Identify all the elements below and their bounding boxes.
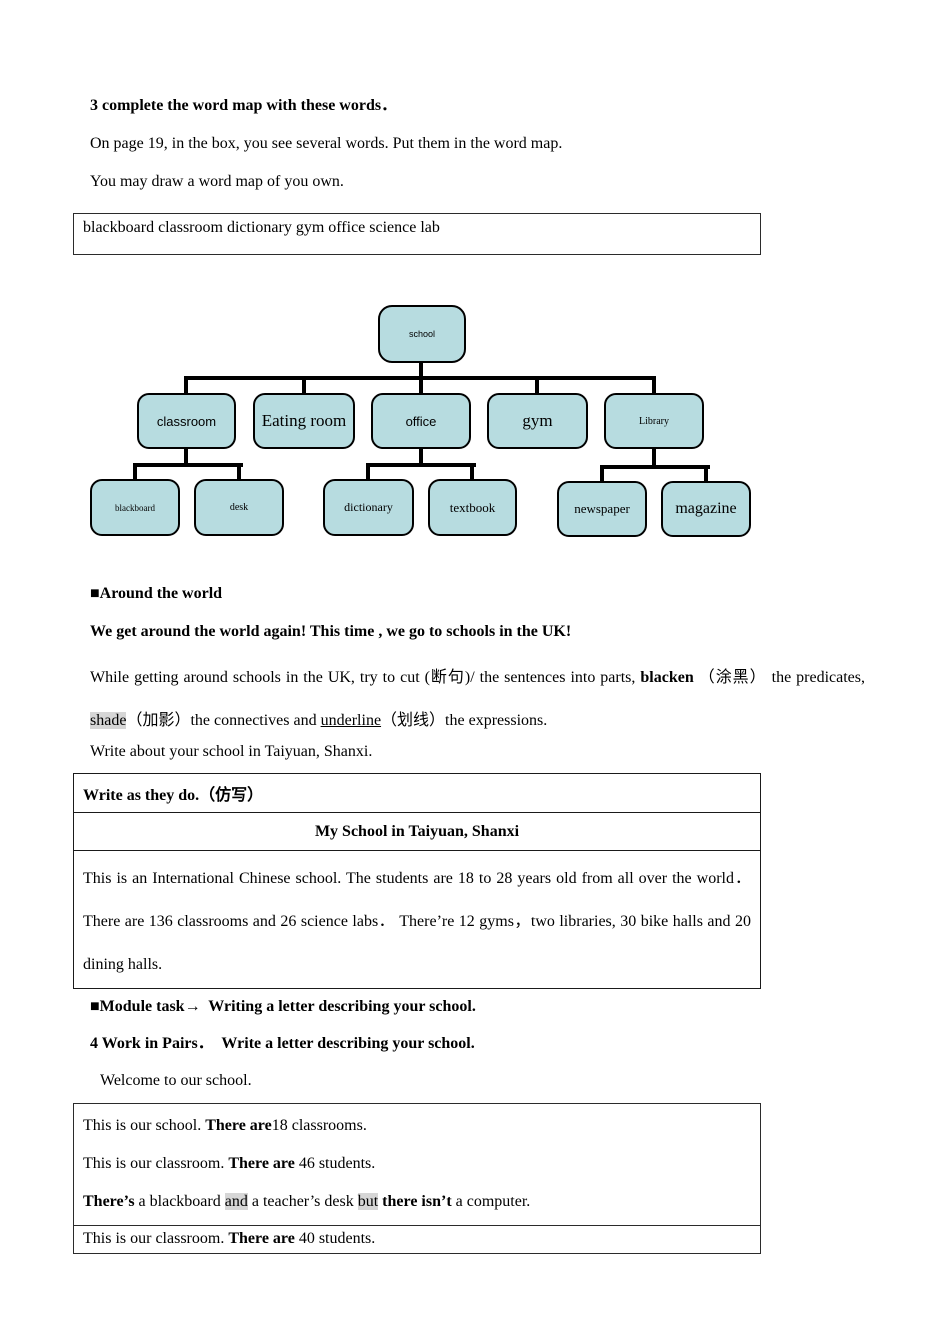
line3-text1: a blackboard [134, 1193, 225, 1210]
connector-line [535, 376, 539, 395]
section3-line2: You may draw a word map of you own. [90, 173, 344, 190]
connector-line [652, 376, 656, 395]
shade-term: shade [90, 712, 127, 729]
around-world-heading: ■Around the world [90, 585, 223, 602]
welcome-line: Welcome to our school. [100, 1072, 252, 1089]
instruction-part3: （加影）the connectives and [126, 712, 321, 729]
node-newspaper: newspaper [557, 481, 647, 537]
node-dictionary: dictionary [323, 479, 414, 536]
table-header-cell: Write as they do.（仿写） [73, 773, 761, 813]
table-body-cell: This is an International Chinese school.… [73, 850, 761, 989]
connector-line [600, 465, 710, 469]
node-gym: gym [487, 393, 588, 449]
table-row: This is an International Chinese school.… [73, 850, 761, 989]
node-textbook: textbook [428, 479, 517, 536]
line2-rest: 46 students. [294, 1155, 376, 1172]
underline-term: underline [320, 712, 382, 729]
practice-line-2: This is our classroom. There are 46 stud… [83, 1145, 751, 1183]
connector-line [302, 376, 306, 395]
line3-there-isnt: there isn’t [382, 1193, 452, 1210]
node-library: Library [604, 393, 704, 449]
connector-line [366, 463, 476, 467]
node-school: school [378, 305, 466, 363]
line3-text3: a computer. [451, 1193, 531, 1210]
around-world-intro: We get around the world again! This time… [90, 623, 572, 640]
word-bank-text: blackboard classroom dictionary gym offi… [83, 219, 440, 236]
connector-line [470, 463, 474, 481]
node-desk: desk [194, 479, 284, 536]
line3-but: but [357, 1193, 379, 1210]
practice-sentences-box: This is our school. There are18 classroo… [73, 1103, 761, 1226]
connector-line [419, 449, 423, 465]
practice-line-3: There’s a blackboard and a teacher’s des… [83, 1183, 751, 1221]
table-row: My School in Taiyuan, Shanxi [73, 812, 761, 851]
word-map-diagram: school classroom Eating room office gym … [0, 300, 950, 540]
write-about-line: Write about your school in Taiyuan, Shan… [90, 743, 373, 760]
node-blackboard: blackboard [90, 479, 180, 536]
table-title-cell: My School in Taiyuan, Shanxi [73, 812, 761, 851]
connector-line [652, 449, 656, 467]
sample-writing-table: Write as they do.（仿写） My School in Taiyu… [73, 773, 761, 989]
work-in-pairs-heading: 4 Work in Pairs． Write a letter describi… [90, 1035, 475, 1052]
line4-text: This is our classroom. [83, 1230, 229, 1247]
module-task-heading: ■Module task→ Writing a letter describin… [90, 998, 476, 1015]
node-classroom: classroom [137, 393, 236, 449]
line3-text2: a teacher’s desk [247, 1193, 358, 1210]
node-magazine: magazine [661, 481, 751, 537]
connector-line [419, 376, 423, 395]
line1-rest: 18 classrooms. [271, 1117, 367, 1134]
instruction-part2: （涂黑） the predicates, [693, 669, 865, 686]
connector-line [600, 465, 604, 483]
connector-line [419, 363, 423, 378]
connector-line [133, 463, 243, 467]
line4-rest: 40 students. [294, 1230, 376, 1247]
line4-there-are: There are [228, 1230, 295, 1247]
connector-line [184, 376, 188, 395]
line2-text: This is our classroom. [83, 1155, 229, 1172]
line3-theres: There’s [83, 1193, 135, 1210]
connector-line [704, 465, 708, 483]
section3-line1: On page 19, in the box, you see several … [90, 135, 563, 152]
node-eating-room: Eating room [253, 393, 355, 449]
instruction-part1: While getting around schools in the UK, … [90, 669, 641, 686]
connector-line [184, 449, 188, 465]
instruction-part4: （划线）the expressions. [381, 712, 548, 729]
line1-text: This is our school. [83, 1117, 206, 1134]
around-world-instruction: While getting around schools in the UK, … [90, 656, 865, 742]
practice-sentence-box-2: This is our classroom. There are 40 stud… [73, 1225, 761, 1254]
node-office: office [371, 393, 471, 449]
table-row: Write as they do.（仿写） [73, 773, 761, 813]
connector-line [237, 463, 241, 481]
line1-there-are: There are [205, 1117, 272, 1134]
line2-there-are: There are [228, 1155, 295, 1172]
blacken-term: blacken [640, 669, 694, 686]
practice-line-4: This is our classroom. There are 40 stud… [83, 1229, 751, 1249]
line3-and: and [224, 1193, 248, 1210]
connector-line [366, 463, 370, 481]
section3-title: 3 complete the word map with these words… [90, 97, 398, 114]
word-bank-box: blackboard classroom dictionary gym offi… [73, 213, 761, 255]
practice-line-1: This is our school. There are18 classroo… [83, 1107, 751, 1145]
connector-line [133, 463, 137, 481]
